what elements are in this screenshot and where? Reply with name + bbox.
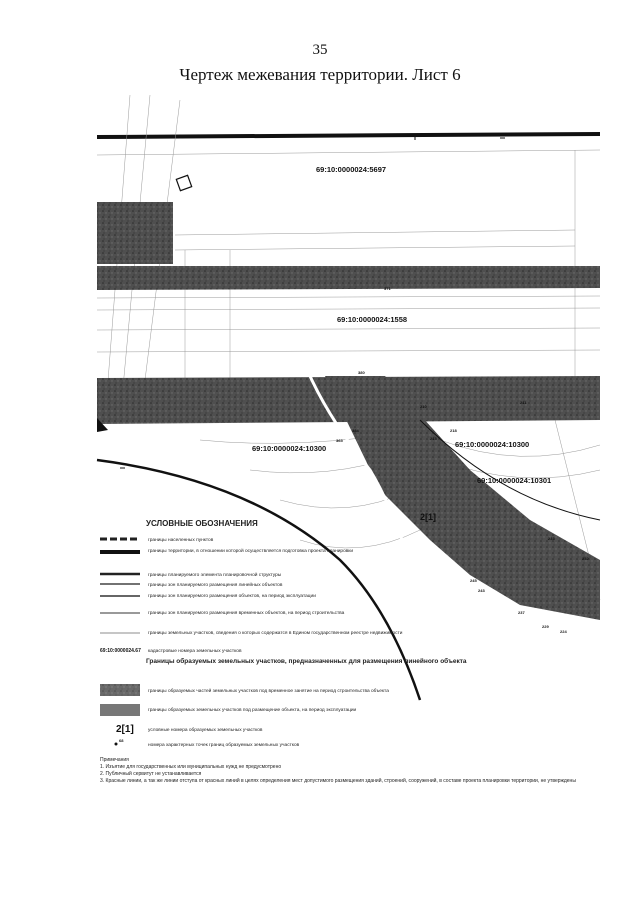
road-diagonal (325, 376, 600, 620)
cadastral-label-top: 69:10:0000024:5697 (316, 165, 386, 174)
point-number: 365 (336, 438, 343, 443)
cadastral-label-road-lower-left: 69:10:0000024:10300 (252, 444, 326, 453)
point-number: 371 (384, 286, 391, 291)
point-number: 233 (548, 536, 555, 541)
point-number: 243 (478, 588, 485, 593)
legend-item-label: границы образуемых земельных участков по… (148, 707, 357, 713)
parcel-block-left (97, 202, 173, 264)
point-number: 215 (430, 436, 437, 441)
legend-item-label: границы населенных пунктов (148, 538, 214, 543)
point-number: 218 (450, 428, 457, 433)
point-number: 224 (560, 629, 567, 634)
planning-boundary-curve (96, 458, 422, 701)
legend-item-label: границы зон планируемого размещения лине… (148, 581, 283, 588)
territory-boundary-curve (308, 375, 422, 601)
legend-item-label: границы территории, в отношении которой … (148, 547, 353, 554)
cadastral-label-road-upper: 69:10:0000024:1558 (337, 315, 407, 324)
point-number: 210 (420, 404, 427, 409)
point-number: 245 (470, 578, 477, 583)
legend-item-label: границы зон планируемого размещения врем… (148, 610, 345, 616)
cadastral-label-road-lower-right-2: 69:10:0000024:10301 (477, 476, 551, 485)
legend-subheading: Границы образуемых земельных участков, п… (146, 657, 467, 665)
legend-sample-point-number: 68 (119, 738, 124, 743)
point-number: 237 (518, 610, 525, 615)
north-marker-icon (97, 418, 108, 432)
cadastral-label-road-lower-right: 69:10:0000024:10300 (455, 440, 529, 449)
settlement-boundary-line (96, 132, 601, 139)
note-line: 2. Публичный сервитут не устанавливается (100, 771, 202, 777)
legend-item-label: границы зон планируемого размещения объе… (148, 593, 316, 599)
planning-boundary-right (419, 419, 601, 521)
legend-heading: УСЛОВНЫЕ ОБОЗНАЧЕНИЯ (146, 519, 258, 528)
note-line: 3. Красные линии, а так же линии отступа… (100, 778, 576, 784)
legend-item-label: границы планируемого элемента планировоч… (148, 571, 282, 578)
legend-sample-parcel-number: 2[1] (116, 724, 134, 735)
point-number: 384 (352, 428, 359, 433)
legend-symbol-temporary-parcel (100, 684, 140, 696)
legend-item-label: границы земельных участков, сведения о к… (148, 630, 403, 636)
road-band-upper (97, 266, 600, 290)
legend-sample-cadastral: 69:10:0000024.67 (100, 648, 141, 654)
dash-markers (120, 134, 505, 469)
survey-marker (175, 174, 193, 192)
point-number: 229 (542, 624, 549, 629)
legend-item-label: кадастровые номера земельных участков (148, 649, 242, 654)
sheet-title: Чертеж межевания территории. Лист 6 (179, 65, 461, 84)
legend-symbol-operation-parcel (100, 704, 140, 716)
legend-symbol-point (114, 742, 118, 746)
notes: Примечания 1. Изъятие для государственны… (100, 757, 600, 785)
point-number: 252 (582, 556, 589, 561)
point-numbers: 380 371 384 365 215 218 210 211 245 243 … (336, 286, 589, 634)
legend-item-label: условные номера образуемых земельных уча… (148, 727, 263, 733)
legend-item-label: границы образуемых частей земельных учас… (148, 687, 389, 694)
parcel-label-2-1: 2[1] (420, 512, 436, 522)
notes-heading: Примечания (100, 757, 129, 763)
map-base (96, 94, 601, 701)
point-number: 211 (520, 400, 527, 405)
note-line: 1. Изъятие для государственных или муниц… (100, 764, 282, 770)
legend-item-label: границы территории, в отношении которой … (148, 547, 353, 554)
legend: УСЛОВНЫЕ ОБОЗНАЧЕНИЯ границы населенных … (100, 519, 467, 748)
page-number: 35 (312, 42, 328, 58)
legend-item-label: номера характерных точек границ образуем… (148, 742, 300, 748)
point-number: 380 (358, 370, 365, 375)
